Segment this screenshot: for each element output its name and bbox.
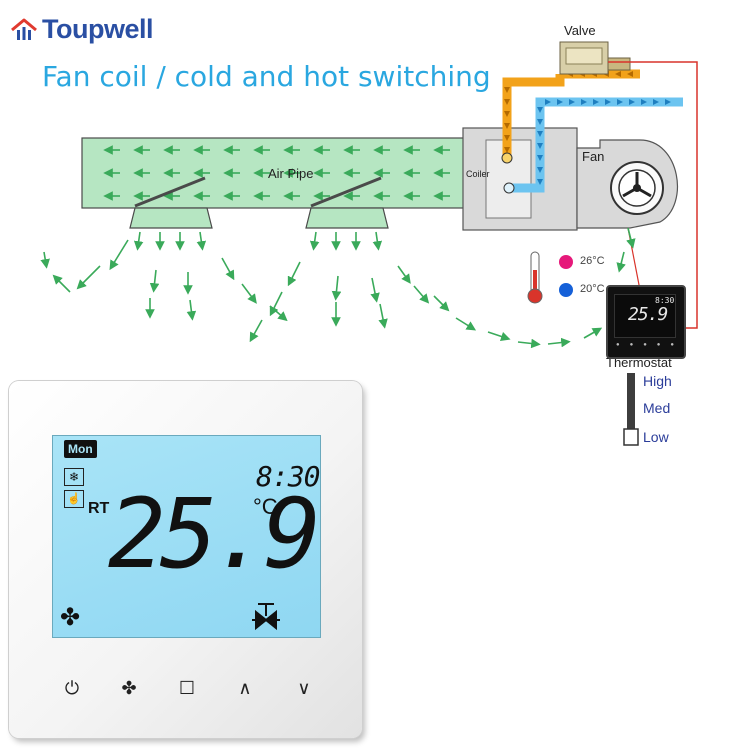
airflow-arrow [309, 231, 320, 251]
airflow-arrow [287, 261, 301, 287]
valve-label: Valve [564, 23, 596, 38]
airflow-arrow [40, 251, 50, 269]
lcd-temperature: 25.9 [108, 478, 321, 590]
airflow-arrow [583, 327, 603, 339]
lcd-screen [52, 435, 321, 638]
up-icon: ∧ [238, 677, 252, 698]
airflow-arrow [186, 299, 197, 321]
airflow-arrow [370, 277, 380, 303]
valve [559, 41, 631, 75]
diffuser-right [305, 176, 389, 229]
mode-button[interactable]: ☐ [172, 673, 202, 703]
hand-touch-icon: ☝ [64, 490, 84, 508]
mini-up-icon: ● [656, 342, 661, 348]
thermometer-icon [527, 251, 543, 304]
airflow-arrow [241, 283, 257, 304]
airflow-arrow [372, 231, 383, 251]
down-icon: ∨ [297, 677, 311, 698]
airflow-arrow [626, 227, 636, 249]
airflow-arrow [76, 265, 101, 290]
airflow-arrow [413, 285, 430, 304]
snowflake-icon: ❄ [64, 468, 84, 486]
airflow-arrow [616, 251, 626, 273]
mini-buttons: ● ● ● ● ● [616, 342, 674, 348]
fan-label: Fan [582, 149, 605, 164]
power-button[interactable]: ⏻ [57, 673, 87, 703]
speed-low-label: Low [643, 429, 669, 445]
fan-speed-button[interactable]: ✤ [114, 673, 144, 703]
airflow-arrow [109, 239, 129, 271]
brand-name: Toupwell [42, 14, 154, 44]
airflow-arrow [196, 231, 207, 251]
mini-screen [614, 294, 676, 338]
duct-airflow-arrows [103, 145, 450, 201]
airflow-arrow [487, 331, 511, 342]
airflow-arrow [249, 319, 263, 343]
lcd-fan-icon: ✤ [60, 604, 81, 631]
airflow-arrow [221, 257, 235, 281]
airflow-arrow [149, 269, 160, 293]
airflow-arrow [517, 338, 541, 349]
speed-selector [627, 373, 635, 431]
mini-down-icon: ● [670, 342, 674, 348]
coiler-label: Coiler [466, 169, 490, 179]
airflow-arrow [547, 337, 571, 348]
room-airflow-arrows [40, 227, 636, 349]
temp-up-button[interactable]: ∧ [230, 673, 260, 703]
speed-high-label: High [643, 373, 672, 389]
airflow-arrow [378, 303, 388, 329]
cold-indicator-dot [559, 283, 573, 297]
cold-temp-label: 20°C [580, 283, 605, 295]
mini-clock: 8:30 [655, 296, 675, 305]
fan-icon: ✤ [121, 677, 137, 698]
temp-down-button[interactable]: ∨ [289, 673, 319, 703]
mini-power-icon: ● [616, 342, 620, 348]
power-icon: ⏻ [64, 677, 80, 698]
mini-mode-icon: ● [643, 342, 647, 348]
airflow-arrow [455, 317, 477, 331]
airflow-arrow [269, 291, 283, 317]
control-wire [608, 61, 698, 329]
hot-temp-label: 26°C [580, 255, 605, 267]
room-temp-label: RT [88, 500, 110, 517]
mode-square-icon: ☐ [178, 677, 196, 698]
house-logo-icon [11, 18, 37, 40]
airflow-arrow [133, 231, 144, 251]
airflow-arrow [52, 274, 71, 293]
mini-temperature: 25.9 [628, 304, 668, 325]
lcd-clock: 8:30 [256, 460, 320, 493]
diffuser-left [129, 176, 213, 229]
speed-med-label: Med [643, 400, 671, 416]
fan-housing [576, 139, 678, 229]
airflow-arrow [397, 265, 411, 284]
headline: Fan coil / cold and hot switching [42, 60, 491, 93]
air-pipe-label: Air Pipe [268, 166, 314, 181]
temperature-unit: °C [253, 494, 278, 519]
mini-fan-icon: ● [629, 342, 634, 348]
brand-logo: Toupwell [10, 14, 154, 45]
hot-indicator-dot [559, 255, 573, 269]
airflow-arrow [433, 295, 450, 312]
airflow-arrow [331, 275, 342, 301]
day-badge: Mon [64, 440, 97, 458]
